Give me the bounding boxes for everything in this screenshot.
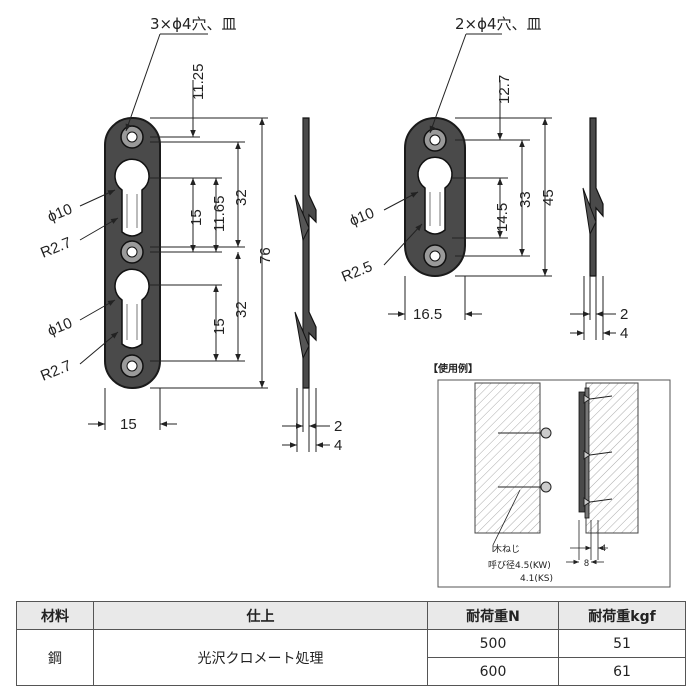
cell-load-kgf: 51 [558,629,686,658]
cell-load-n: 500 [427,629,559,658]
left-dim-width: 15 [120,416,137,433]
right-side-dimension-lines [570,276,616,340]
left-side-dimension-lines [282,388,330,452]
left-dim-32-upper: 32 [233,189,250,206]
left-label-phi-upper: ϕ10 [45,201,75,226]
cell-load-n: 600 [427,657,559,686]
left-dim-pitch-lower: 15 [211,318,228,335]
right-plate-side-view [582,117,604,277]
right-hole-callout: 2×ϕ4穴、皿 [455,15,542,33]
left-dim-top-offset: 11.25 [190,64,207,100]
header-load-n: 耐荷重N [427,601,559,630]
usage-screw-size-1: 呼び径4.5(KW) [488,559,551,571]
cell-material: 鋼 [16,629,94,686]
left-dim-32-lower: 32 [233,301,250,318]
left-keyhole-upper [114,158,150,237]
left-dimension-lines [79,33,268,430]
left-label-radius-lower: R2.7 [38,357,74,385]
right-hole-top [423,128,447,152]
spec-table-header: 材料 仕上 耐荷重N 耐荷重kgf [16,601,686,630]
right-dim-33: 33 [517,191,534,208]
right-label-phi: ϕ10 [347,205,377,230]
left-plate-side-view [294,117,317,389]
right-dimension-lines [383,33,552,320]
right-dim-top-offset: 12.7 [496,75,513,104]
left-dim-slot-head: 11.65 [211,196,228,232]
left-dim-depth: 4 [334,437,342,454]
left-hole-bottom [120,354,144,378]
table-row: 鋼 光沢クロメート処理 500 51 [16,629,686,686]
left-dim-thickness: 2 [334,418,342,435]
usage-screw-label: 木ねじ [493,543,520,555]
header-finish: 仕上 [93,601,428,630]
header-material: 材料 [16,601,94,630]
right-hole-bottom [423,244,447,268]
left-hole-callout: 3×ϕ4穴、皿 [150,15,237,33]
usage-screw-size-2: 4.1(KS) [520,574,553,584]
right-dim-overall: 45 [540,189,557,206]
usage-title: 【使用例】 [428,362,478,375]
left-label-phi-lower: ϕ10 [45,315,75,340]
header-load-kgf: 耐荷重kgf [558,601,686,630]
cell-finish: 光沢クロメート処理 [93,629,428,686]
table-row: 600 61 [17,657,686,686]
spec-table: 材料 仕上 耐荷重N 耐荷重kgf 鋼 光沢クロメート処理 500 51 600… [16,601,686,686]
usage-dim-8: 8 [584,558,589,568]
right-plate-front-view [404,117,466,277]
right-keyhole-inner [429,192,441,226]
right-dim-thickness: 2 [620,306,628,323]
left-keyhole-upper-inner [126,194,138,228]
right-keyhole [417,156,453,235]
left-label-radius-upper: R2.7 [38,234,74,262]
left-dim-pitch-upper: 15 [188,209,205,226]
left-hole-middle [120,240,144,264]
right-dim-width: 16.5 [413,306,442,323]
usage-dim-4: 4 [601,543,606,553]
right-dim-slot: 14.5 [494,203,511,232]
right-dim-depth: 4 [620,325,628,342]
usage-inset: 木ねじ 呼び径4.5(KW) 4.1(KS) 8 4 [437,379,671,588]
left-hole-top [120,125,144,149]
left-dim-overall: 76 [257,247,274,264]
left-keyhole-lower [114,268,150,349]
left-plate-front-view [104,117,161,389]
left-keyhole-lower-inner [126,304,138,340]
usage-screws [498,394,613,507]
cell-load-kgf: 61 [558,657,686,686]
right-label-radius: R2.5 [339,258,375,286]
